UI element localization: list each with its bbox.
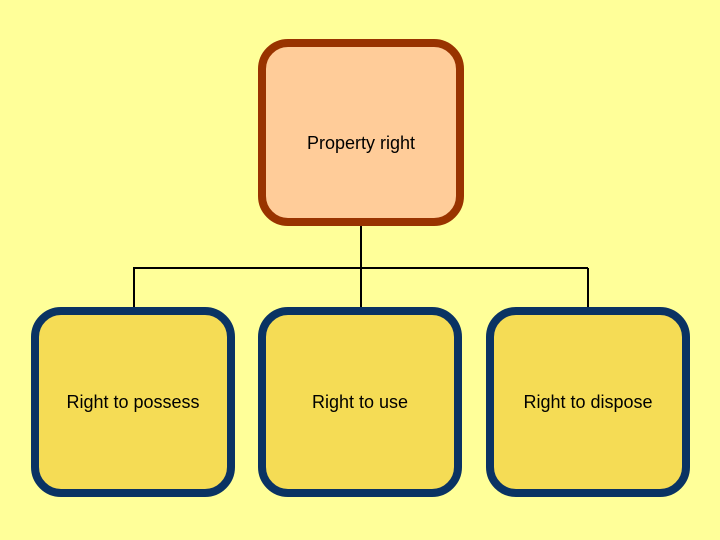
child-node-right-to-dispose: Right to dispose	[486, 307, 690, 497]
child-node-label: Right to dispose	[523, 391, 653, 412]
root-node-property-right: Property right	[258, 39, 464, 226]
root-node-label: Property right	[306, 133, 416, 153]
child-node-right-to-possess: Right to possess	[31, 307, 235, 497]
child-node-label: Right to possess	[66, 391, 200, 412]
child-node-right-to-use: Right to use	[258, 307, 462, 497]
child-node-label: Right to use	[311, 391, 409, 412]
